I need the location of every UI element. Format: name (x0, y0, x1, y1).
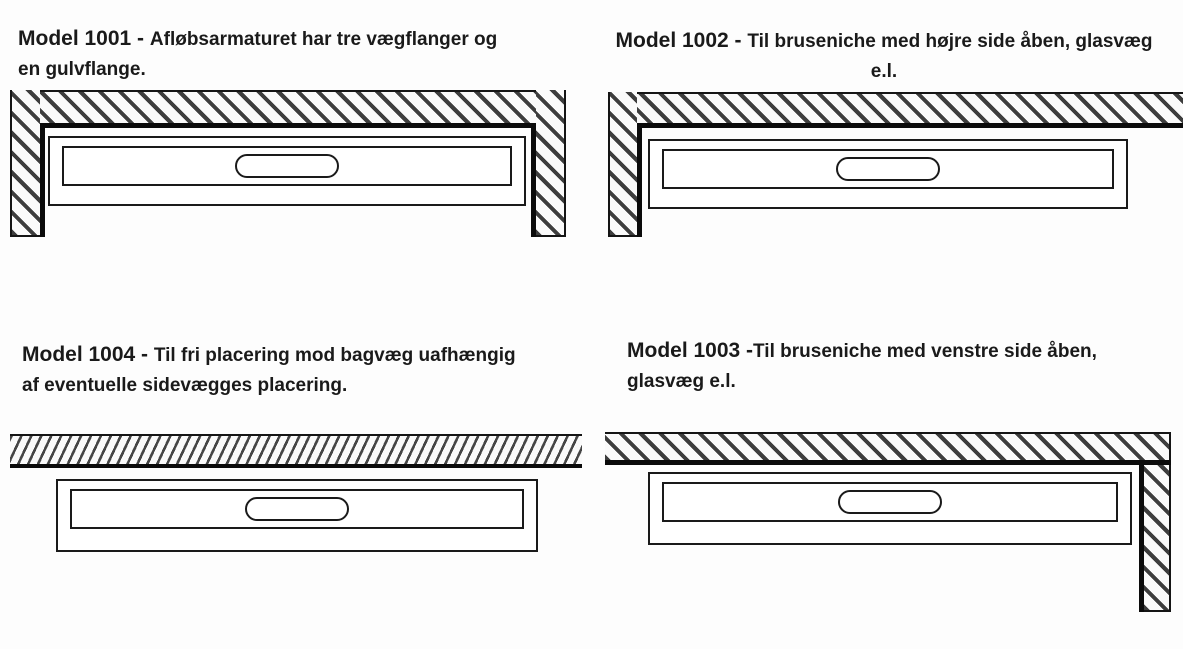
model-1002-description: Til bruseniche med højre side åben, glas… (747, 31, 1153, 82)
model-1003-description: Til bruseniche med venstre side åben, gl… (627, 341, 1097, 392)
drain-outlet (245, 497, 349, 521)
drain-outlet (838, 490, 942, 514)
model-1001-number: Model 1001 - (18, 27, 150, 50)
wall-hatch-right (1144, 465, 1171, 612)
drain-channel (70, 489, 524, 529)
wall-inner-line-left (40, 123, 45, 237)
drain-channel (662, 482, 1118, 522)
wall-inner-line-top (40, 123, 536, 128)
wall-hatch-left (10, 90, 40, 237)
drain-channel (662, 149, 1114, 189)
wall-hatch-top (608, 92, 1183, 123)
wall-inner-line-top (605, 460, 1171, 465)
drain-body (48, 136, 526, 206)
wall-hatch-top (10, 434, 582, 464)
model-1001-description: Afløbsarmaturet har tre vægflanger og en… (18, 29, 498, 80)
model-1004-number: Model 1004 - (22, 343, 154, 366)
model-1004-description: Til fri placering mod bagvæg uafhængig a… (22, 345, 516, 396)
wall-inner-line-left (637, 123, 642, 237)
wall-inner-line-right (531, 123, 536, 237)
wall-inner-line-top (10, 464, 582, 468)
model-1001-title: Model 1001 - Afløbsarmaturet har tre væg… (18, 24, 523, 85)
model-1004-title: Model 1004 - Til fri placering mod bagvæ… (22, 340, 522, 401)
wall-inner-line-top (637, 123, 1183, 128)
model-1003-title: Model 1003 -Til bruseniche med venstre s… (627, 336, 1107, 397)
drain-body (648, 472, 1132, 545)
wall-hatch-top (605, 432, 1171, 460)
drain-outlet (836, 157, 940, 181)
drain-channel (62, 146, 512, 186)
wall-hatch-top (10, 90, 566, 123)
drain-body (56, 479, 538, 552)
model-1002-number: Model 1002 - (615, 29, 748, 52)
wall-hatch-right (536, 90, 566, 237)
wall-inner-line-right (1139, 465, 1144, 612)
wall-hatch-left (608, 92, 637, 237)
model-1003-number: Model 1003 - (627, 339, 754, 362)
model-1002-title: Model 1002 - Til bruseniche med højre si… (614, 26, 1154, 87)
drain-outlet (235, 154, 339, 178)
drain-body (648, 139, 1128, 209)
